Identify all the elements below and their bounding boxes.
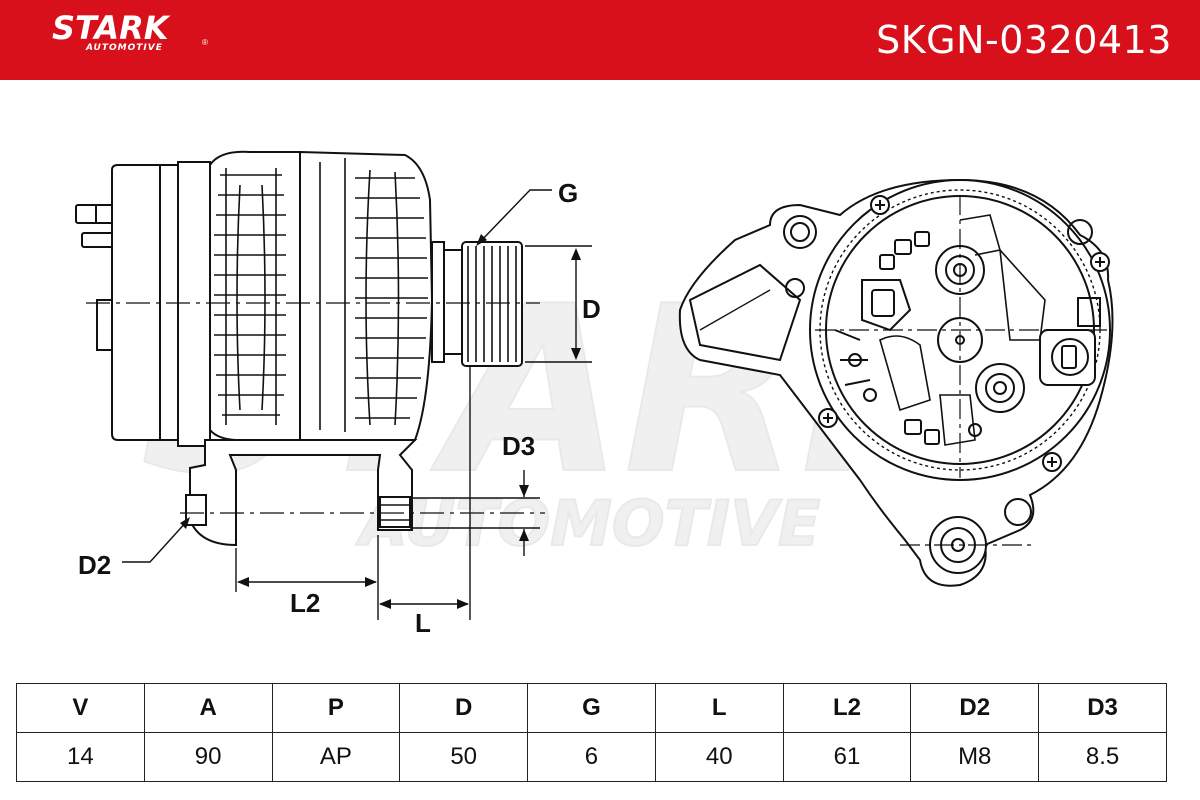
spec-header: G — [527, 683, 656, 733]
spec-value: 8.5 — [1038, 732, 1167, 782]
spec-value: 40 — [654, 732, 784, 782]
side-view — [75, 150, 545, 547]
dimension-lines — [122, 189, 592, 620]
alternator-drawing: STARK AUTOMOTIVE — [75, 150, 1114, 638]
spec-value-row: 14 90 AP 50 6 40 61 M8 8.5 — [16, 732, 1167, 782]
label-d2: D2 — [78, 550, 111, 580]
header-bar: STARK AUTOMOTIVE ® SKGN-0320413 — [0, 0, 1200, 80]
rear-view — [678, 178, 1114, 587]
part-number: SKGN-0320413 — [876, 18, 1172, 62]
spec-value: 61 — [782, 732, 912, 782]
label-d: D — [582, 294, 601, 324]
spec-header: P — [271, 683, 401, 733]
spec-header: L — [654, 683, 784, 733]
logo-registered: ® — [202, 38, 208, 47]
spec-table: V A P D G L L2 D2 D3 14 90 AP 50 6 40 61… — [16, 683, 1167, 782]
spec-value: 6 — [527, 732, 656, 782]
label-g: G — [558, 178, 578, 208]
spec-header-row: V A P D G L L2 D2 D3 — [16, 683, 1167, 733]
logo-sub: AUTOMOTIVE — [86, 43, 163, 53]
spec-value: 50 — [399, 732, 529, 782]
spec-header: D3 — [1038, 683, 1167, 733]
spec-header: A — [143, 683, 273, 733]
watermark-line2: AUTOMOTIVE — [355, 487, 821, 560]
spec-value: 90 — [143, 732, 273, 782]
spec-value: M8 — [910, 732, 1040, 782]
spec-value: 14 — [16, 732, 145, 782]
logo-brand: STARK — [52, 9, 169, 47]
stark-logo: STARK AUTOMOTIVE ® — [52, 9, 208, 53]
spec-header: L2 — [782, 683, 912, 733]
spec-header: D — [399, 683, 529, 733]
spec-header: V — [16, 683, 145, 733]
spec-value: AP — [271, 732, 401, 782]
label-l: L — [415, 608, 431, 638]
spec-header: D2 — [910, 683, 1040, 733]
label-l2: L2 — [290, 588, 320, 618]
label-d3: D3 — [502, 431, 535, 461]
